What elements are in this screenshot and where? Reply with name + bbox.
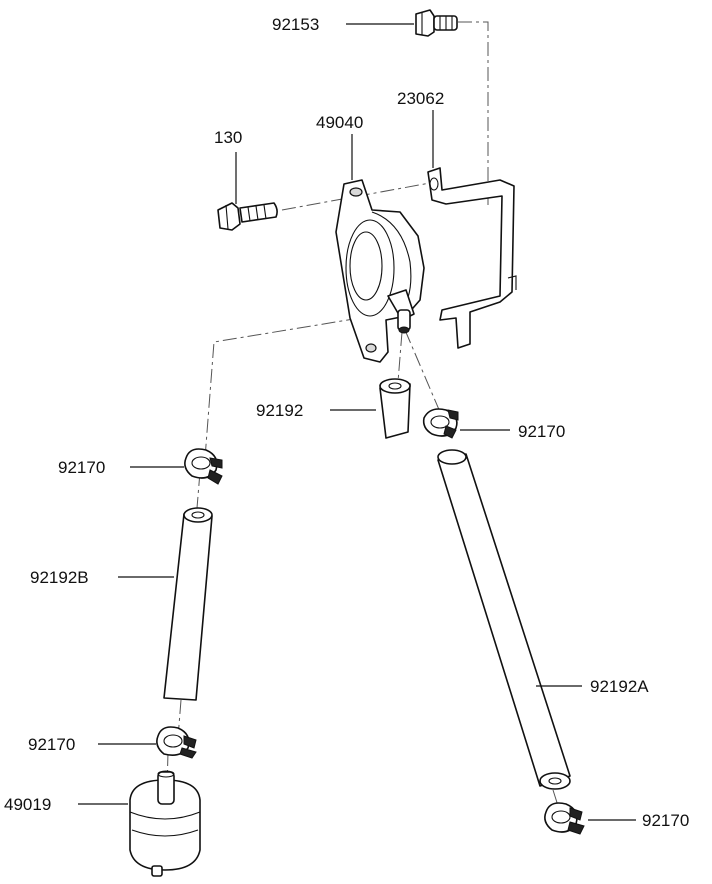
label-92192A: 92192A [590,677,649,696]
label-130: 130 [214,128,242,147]
label-49019: 49019 [4,795,51,814]
label-92170-upper-right: 92170 [518,422,565,441]
label-23062: 23062 [397,89,444,108]
hose-92192B[interactable] [163,507,213,701]
label-92170-lower-left: 92170 [28,735,75,754]
label-92192B: 92192B [30,568,89,587]
label-92170-upper-left: 92170 [58,458,105,477]
hose-92192A[interactable] [437,449,571,790]
label-92153: 92153 [272,15,319,34]
fuel-pump-49040[interactable] [335,179,425,363]
label-49040: 49040 [316,113,363,132]
bolt-92153[interactable] [415,9,458,37]
clamp-92170-lower-left[interactable] [156,726,197,759]
clamp-92170-upper-left[interactable] [184,448,223,485]
label-92192: 92192 [256,401,303,420]
bracket-23062[interactable] [427,167,517,349]
part-labels: 92153 23062 49040 130 92192 92170 92170 … [4,15,689,830]
fuel-filter-49019[interactable] [129,770,201,877]
label-92170-lower-right: 92170 [642,811,689,830]
bolt-130[interactable] [217,202,278,231]
clamp-92170-lower-right[interactable] [544,802,585,835]
hose-92192[interactable] [379,378,411,439]
clamp-92170-upper-right[interactable] [422,408,459,439]
leader-lines [78,23,636,821]
